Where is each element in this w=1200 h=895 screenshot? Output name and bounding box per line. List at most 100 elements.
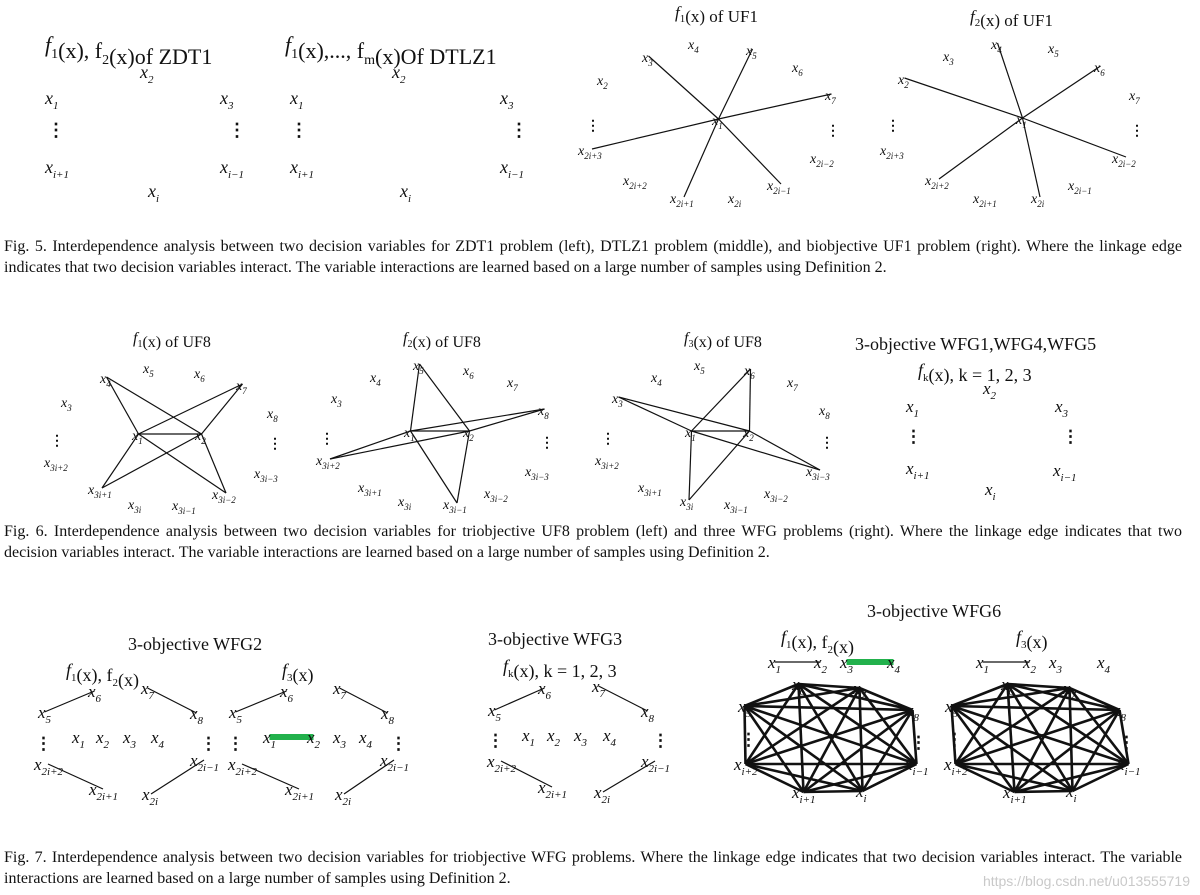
edge-uf8_f3-x2-x3: [618, 396, 750, 432]
node-uf8_f1-dotsL: ⋮: [50, 434, 64, 449]
clique-edge-wfg6_f12-x7-xi+1: [802, 687, 861, 793]
node-uf1_f1-x5: x5: [745, 44, 757, 61]
edge-wfg2_f12-x2i-1-x2i: [150, 759, 205, 795]
edge-uf1_f2-x1-x2i+2: [938, 117, 1023, 180]
node-uf8_f2-dotsL: ⋮: [320, 432, 334, 447]
node-wfg3-dotsL: ⋮: [487, 731, 504, 750]
edge-wfg3-x2i-1-x2i: [602, 760, 656, 793]
edge-uf1_f1-x1-x3: [648, 55, 719, 120]
node-wfg3-x2i+2: x2i+2: [486, 752, 517, 775]
node-uf1_f2-x2i+3: x2i+3: [879, 144, 904, 161]
edge-wfg2_f3-x2i+2-x2i+1: [241, 763, 300, 790]
clique-edge-wfg6_f12-x5-xi: [743, 704, 864, 793]
clique-edge-wfg6_f3-x6-xi-1: [1006, 682, 1130, 766]
node-uf1_f1-x7: x7: [824, 89, 836, 106]
node-wfg2_f12-x1: x1: [71, 728, 85, 751]
clique-edge-wfg6_f3-xi-1-xi+1: [1014, 762, 1129, 794]
node-uf8_f2-x4: x4: [369, 371, 381, 388]
node-uf1_f2-x2i-2: x2i−2: [1111, 152, 1136, 169]
node-wfg3-x2i-1: x2i−1: [640, 752, 670, 775]
node-uf8_f3-x6: x6: [743, 364, 755, 381]
node-uf8_f3-x3: x3: [611, 392, 623, 409]
edge-uf1_f1-x1-x2i+3: [591, 118, 719, 150]
panel-title-uf8_f1: f1(x) of UF8: [133, 330, 211, 351]
panel-heading-wfg145: 3-objective WFG1,WFG4,WFG5: [855, 334, 1096, 354]
panel-title-wfg3: fk(x), k = 1, 2, 3: [503, 656, 617, 682]
edge-uf8_f3-x2-x3i-3: [749, 430, 821, 471]
edge-uf8_f2-x1-x3i-1: [409, 430, 458, 504]
node-uf1_f1-x6: x6: [791, 61, 803, 78]
edge-uf8_f1-x2-x7: [201, 383, 243, 435]
node-wfg3-x2: x2: [546, 726, 561, 749]
node-wfg6_f12-xi: xi: [855, 782, 867, 805]
watermark: https://blog.csdn.net/u013555719: [982, 873, 1190, 889]
clique-edge-wfg6_f12-xi-xi+1: [803, 789, 863, 794]
clique-edge-wfg6_f3-x5-xi+2: [950, 705, 957, 765]
panel-title-zdt1: f1(x), f2(x)of ZDT1: [45, 32, 212, 69]
node-uf1_f1-dotsR: ⋮: [826, 124, 840, 139]
panel-title-uf1_f2: f2(x) of UF1: [970, 7, 1053, 30]
node-uf8_f3-x3i+2: x3i+2: [594, 454, 619, 471]
node-dtlz1-xi+1: xi+1: [289, 157, 314, 181]
node-wfg145-xi-1: xi−1: [1052, 461, 1077, 484]
node-uf1_f1-x2i+1: x2i+1: [669, 192, 694, 209]
node-wfg2_f3-x4: x4: [358, 728, 373, 751]
node-wfg2_f12-x2i+2: x2i+2: [33, 755, 64, 778]
clique-edge-wfg6_f12-x8-xi: [861, 709, 914, 792]
clique-edge-wfg6_f3-x8-xi+2: [955, 708, 1120, 766]
node-wfg6_f3-dotsL: ⋮: [946, 730, 963, 749]
node-uf8_f3-x3i+1: x3i+1: [637, 481, 662, 498]
panel-title-uf8_f2: f2(x) of UF8: [403, 330, 481, 351]
node-wfg2_f12-x2: x2: [95, 728, 110, 751]
node-uf8_f3-dotsR: ⋮: [820, 436, 834, 451]
node-uf8_f3-x3i-2: x3i−2: [763, 487, 788, 504]
node-uf8_f3-x1: x1: [684, 426, 696, 443]
node-uf1_f2-x4: x4: [990, 38, 1002, 55]
edge-uf8_f2-x2-x8: [469, 408, 545, 432]
edge-uf1_f2-x1-x6: [1022, 65, 1101, 119]
node-uf8_f1-x3i: x3i: [127, 498, 142, 515]
node-dtlz1-dotsR: ⋮: [510, 120, 528, 140]
clique-edge-wfg6_f3-x5-x6: [951, 682, 1008, 708]
node-wfg2_f12-x4: x4: [150, 728, 165, 751]
node-wfg2_f3-x2i: x2i: [334, 785, 351, 808]
node-uf8_f1-x6: x6: [193, 367, 205, 384]
node-uf8_f2-x3i-2: x3i−2: [483, 487, 508, 504]
edge-uf1_f1-x1-x7: [718, 93, 832, 120]
node-uf8_f1-x1: x1: [131, 429, 143, 446]
node-wfg6_f12-x2: x2: [813, 653, 828, 676]
node-wfg2_f3-x2i+2: x2i+2: [227, 755, 258, 778]
node-wfg145-x1: x1: [905, 397, 919, 420]
panel-heading-wfg6_f12: 3-objective WFG6: [867, 601, 1001, 621]
edge-wfg2_f3-x7-x8: [339, 687, 388, 714]
edge-uf8_f1-x1-x4: [105, 376, 140, 435]
node-uf8_f1-x3i-3: x3i−3: [253, 467, 278, 484]
edge-uf8_f3-x1-x3i: [688, 430, 693, 501]
node-dtlz1-xi-1: xi−1: [499, 157, 524, 181]
node-wfg2_f3-x6: x6: [279, 682, 294, 705]
node-wfg2_f12-x6: x6: [87, 682, 102, 705]
clique-edge-wfg6_f12-x8-xi+1: [802, 708, 914, 794]
panel-title-wfg2_f3: f3(x): [282, 660, 314, 686]
panel-title-uf8_f3: f3(x) of UF8: [684, 330, 762, 351]
edge-wfg2_f3-x5-x6: [235, 690, 287, 713]
node-uf8_f1-x5: x5: [142, 362, 154, 379]
edge-uf8_f2-x1-x8: [410, 408, 545, 432]
node-uf1_f2-x7: x7: [1128, 89, 1140, 106]
node-uf8_f2-x5: x5: [412, 359, 424, 376]
node-uf8_f2-x1: x1: [403, 426, 415, 443]
node-wfg2_f12-x2i+1: x2i+1: [88, 780, 118, 803]
edge-uf1_f1-x1-x5: [717, 48, 754, 120]
node-uf1_f2-x5: x5: [1047, 42, 1059, 59]
clique-edge-wfg6_f3-xi+1-xi+2: [954, 762, 1016, 794]
edge-wfg2_f12-x7-x8: [147, 687, 197, 714]
node-uf8_f1-x3i-1: x3i−1: [171, 499, 196, 516]
edge-uf8_f2-x2-x5: [419, 363, 470, 432]
panel-title-wfg2_f12: f1(x), f2(x): [66, 660, 139, 691]
node-wfg6_f12-x1: x1: [767, 653, 781, 676]
